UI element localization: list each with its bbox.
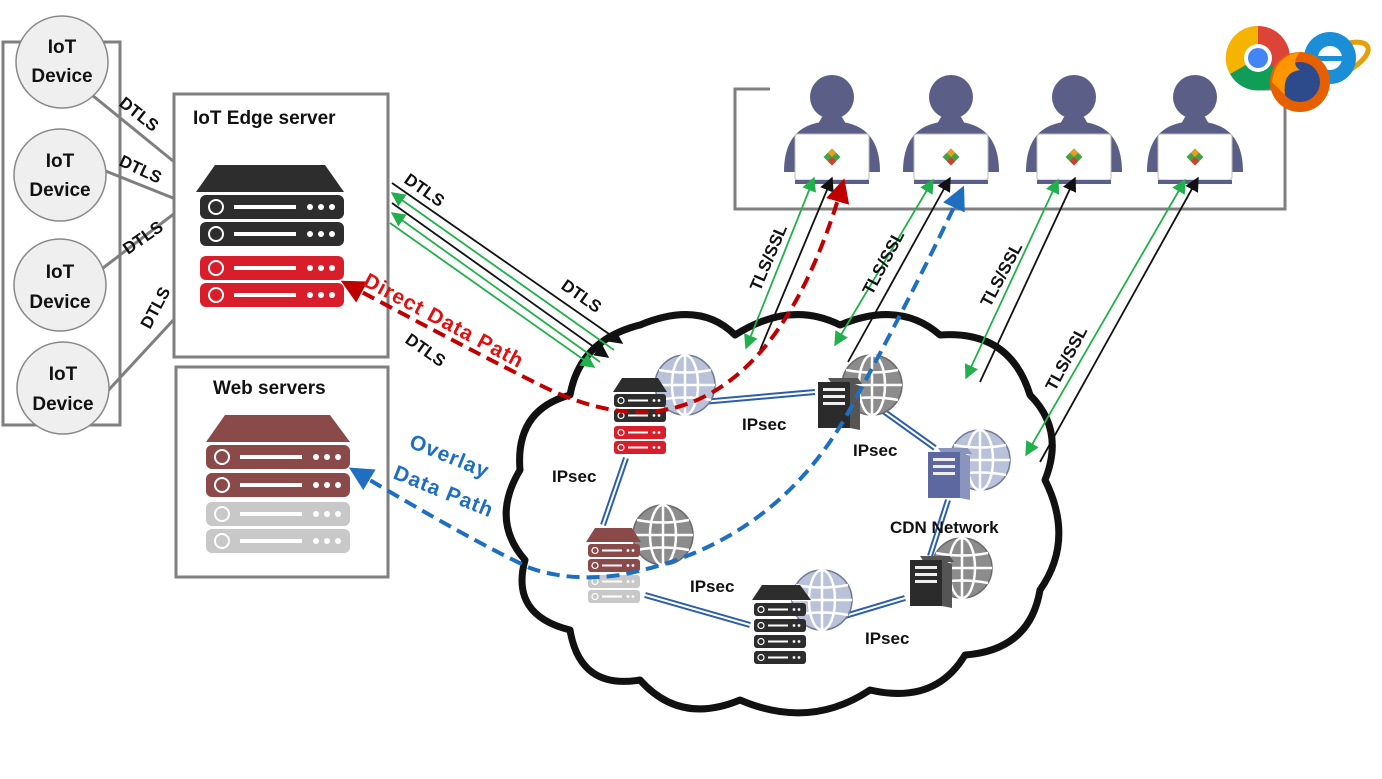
ipsec-label: IPsec (865, 629, 909, 648)
dtls-label: DTLS (119, 217, 166, 258)
edge-server-title: IoT Edge server (193, 108, 336, 129)
ipsec-label: IPsec (690, 577, 734, 596)
server-rack-icon (613, 378, 667, 455)
server-tower-icon (818, 378, 862, 430)
user-laptop-icon (1025, 74, 1123, 185)
user-laptop-icon (783, 74, 881, 185)
iot-device-icon (13, 128, 107, 222)
device-label-line1: IoT (49, 364, 78, 385)
device-edge-links (91, 93, 180, 397)
iot-device-4[interactable]: IoT Device (16, 341, 110, 435)
ipsec-label: IPsec (853, 441, 897, 460)
server-tower-icon (910, 556, 954, 608)
cloud-node-bottom[interactable] (752, 568, 854, 665)
server-rack-icon (752, 585, 811, 665)
ipsec-label: IPsec (552, 467, 596, 486)
server-rack-icon (586, 528, 641, 604)
user-laptop-icon (1146, 74, 1244, 185)
user-4[interactable] (1146, 74, 1244, 185)
iot-device-icon (15, 15, 109, 109)
iot-edge-server[interactable]: IoT Edge server (172, 92, 390, 359)
user-laptop-icon (902, 74, 1000, 185)
dtls-label: DTLS (558, 276, 605, 317)
device-label-line2: Device (29, 180, 90, 201)
server-rack-icon (205, 415, 351, 554)
cdn-network-label: CDN Network (890, 518, 999, 537)
dtls-label: DTLS (116, 151, 164, 187)
iot-device-1[interactable]: IoT Device (15, 15, 109, 109)
cloud-node-web[interactable] (586, 503, 695, 604)
browser-logos (1225, 25, 1371, 112)
iot-device-icon (16, 341, 110, 435)
iot-device-3[interactable]: IoT Device (13, 238, 107, 332)
iot-device-icon (13, 238, 107, 332)
device-label-line2: Device (31, 66, 92, 87)
dtls-label: DTLS (116, 93, 163, 135)
device-label-line2: Device (29, 292, 90, 313)
iot-device-2[interactable]: IoT Device (13, 128, 107, 222)
tls-label: TLS/SSL (859, 227, 909, 298)
overlay-data-path-line (348, 185, 965, 580)
tls-label: TLS/SSL (746, 222, 791, 294)
user-2[interactable] (902, 74, 1000, 185)
user-3[interactable] (1025, 74, 1123, 185)
web-servers-title: Web servers (213, 378, 326, 399)
server-tower-icon (928, 448, 972, 500)
server-rack-icon (196, 165, 345, 308)
user-1[interactable] (783, 74, 881, 185)
firefox-icon (1270, 52, 1330, 112)
device-label-line2: Device (32, 394, 93, 415)
device-label-line1: IoT (46, 151, 75, 172)
device-label-line1: IoT (46, 262, 75, 283)
ipsec-label: IPsec (742, 415, 786, 434)
device-label-line1: IoT (48, 37, 77, 58)
